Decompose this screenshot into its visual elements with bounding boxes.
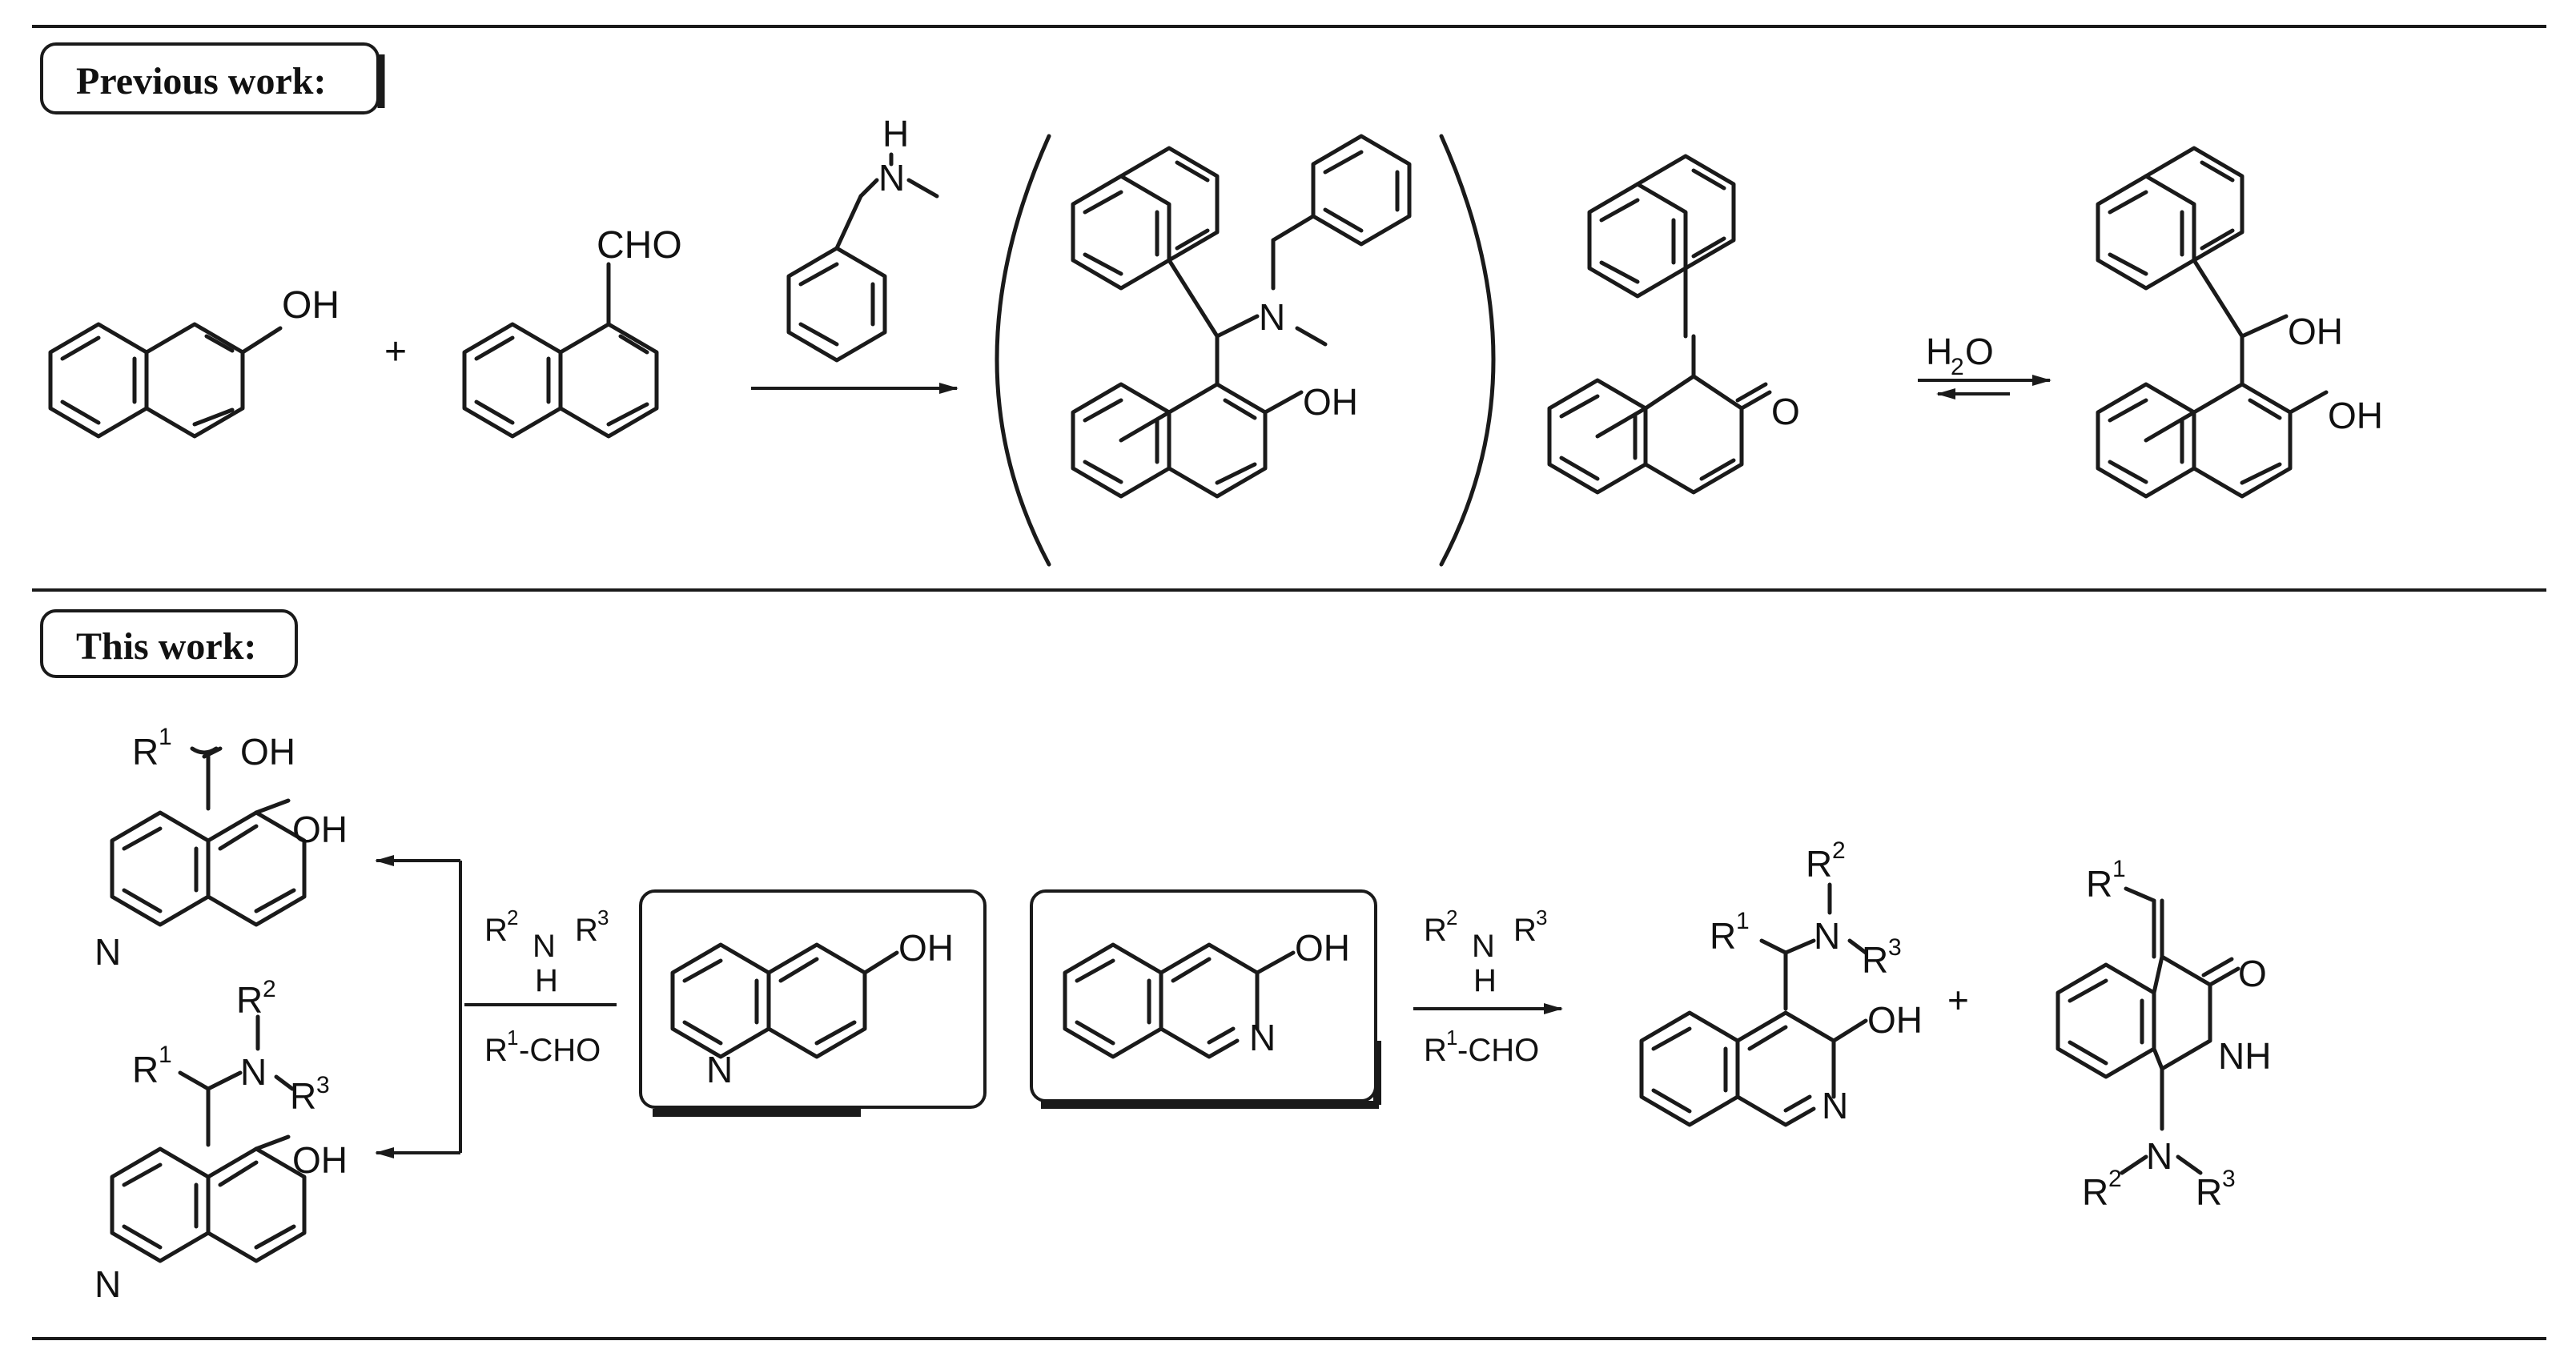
left-aldehyde-cho: -CHO (519, 1033, 601, 1068)
p1-oh: OH (1867, 999, 1923, 1041)
p1-ring-n: N (1822, 1085, 1848, 1126)
box1-oh: OH (898, 927, 954, 969)
left-amine-r2-sup: 2 (507, 905, 518, 929)
bot-r3-sup: 3 (316, 1072, 330, 1098)
water-h: H (1926, 331, 1952, 372)
bot-oh: OH (292, 1139, 348, 1181)
2-naphthol-structure: OH (48, 284, 340, 439)
left-aldehyde-sup: 1 (507, 1026, 518, 1050)
plus-sign: + (384, 331, 407, 373)
bot-amine-n: N (240, 1051, 267, 1093)
p2-o: O (2238, 953, 2267, 994)
p2-r1-sup: 1 (2112, 856, 2126, 882)
p2-r3-sup: 3 (2222, 1166, 2236, 1192)
left-branch-arrows (375, 855, 617, 1158)
left-amine-r3-sup: 3 (597, 905, 609, 929)
p1-amine-n: N (1814, 915, 1840, 957)
previous-work-label: Previous work: (76, 60, 326, 102)
top-r1-sup: 1 (159, 724, 172, 750)
right-amine-r2: R (1424, 913, 1447, 948)
p1-r3-sup: 3 (1888, 934, 1902, 961)
box2-n: N (1249, 1017, 1276, 1058)
right-amine-reagent: R 2 N R 3 H R 1 -CHO (1424, 905, 1547, 1068)
p1-r3: R (1862, 939, 1888, 981)
left-amine-n: N (532, 929, 556, 964)
intermediate-n: N (1259, 296, 1285, 338)
p1-r2: R (1806, 843, 1832, 885)
water-subscript: 2 (1951, 354, 1964, 380)
betti-base-intermediate: N OH (1071, 134, 1412, 499)
dihydroisoquinolinone-product: R 1 O NH N R 2 R 3 (2056, 856, 2271, 1213)
top-ring-n: N (94, 931, 121, 973)
left-parenthesis (995, 134, 1051, 567)
bot-r3: R (290, 1075, 316, 1117)
water-o: O (1965, 331, 1994, 372)
left-amine-h: H (535, 963, 558, 998)
n-methylbenzylamine-structure: N H (786, 113, 939, 363)
right-amine-n: N (1472, 929, 1495, 964)
right-amine-r2-sup: 2 (1446, 905, 1457, 929)
right-parenthesis (1439, 134, 1496, 567)
p2-r1: R (2086, 863, 2112, 905)
p2-nh: NH (2218, 1035, 2271, 1077)
p2-r2: R (2082, 1171, 2108, 1213)
bot-r2: R (236, 979, 263, 1021)
quinoline-diol-product: R 1 OH OH N (94, 724, 348, 973)
quinone-methide-structure: O (1547, 154, 1800, 495)
p2-n: N (2146, 1135, 2172, 1177)
top-oh-2: OH (292, 809, 348, 850)
p1-r1: R (1710, 915, 1736, 957)
box2-oh: OH (1295, 927, 1350, 969)
3-hydroxyisoquinoline-box: OH N (1030, 889, 1381, 1109)
box1-n: N (706, 1049, 733, 1090)
bot-r1-sup: 1 (159, 1042, 172, 1068)
quinone-o: O (1771, 391, 1800, 432)
6-hydroxyquinoline-box: OH N (639, 889, 987, 1117)
this-work-label: This work: (76, 625, 256, 668)
right-aldehyde-cho: -CHO (1457, 1033, 1539, 1068)
right-amine-r3: R (1513, 913, 1537, 948)
intermediate-oh: OH (1303, 381, 1358, 423)
diol-oh-1: OH (2288, 311, 2343, 352)
p1-r1-sup: 1 (1736, 908, 1750, 934)
top-r1: R (132, 731, 159, 773)
p2-r2-sup: 2 (2108, 1166, 2122, 1192)
bot-r1: R (132, 1049, 159, 1090)
p2-r3: R (2196, 1171, 2222, 1213)
naphthol-oh: OH (282, 284, 340, 327)
left-aldehyde-r: R (484, 1033, 508, 1068)
water-equilibrium-arrows: H 2 O (1918, 331, 2052, 399)
right-amine-h: H (1473, 963, 1497, 998)
left-amine-r2: R (484, 913, 508, 948)
diol-oh-2: OH (2328, 395, 2383, 436)
product-plus-sign: + (1947, 979, 1969, 1021)
quinoline-aminoalkyl-product: R 1 N R 2 R 3 OH N (94, 976, 348, 1305)
p1-r2-sup: 2 (1832, 837, 1846, 864)
this-work-label-box: This work: (40, 609, 298, 678)
bot-ring-n: N (94, 1263, 121, 1305)
aldehyde-cho: CHO (597, 224, 682, 267)
isoquinolinol-aminoalkyl-product: R 1 N R 2 R 3 OH N (1639, 837, 1923, 1127)
right-aldehyde-sup: 1 (1446, 1026, 1457, 1050)
right-aldehyde-r: R (1424, 1033, 1447, 1068)
1-naphthaldehyde-structure: CHO (462, 224, 682, 439)
bot-r2-sup: 2 (263, 976, 276, 1002)
top-oh-1: OH (240, 731, 295, 773)
left-amine-r3: R (575, 913, 598, 948)
left-amine-reagent: R 2 N R 3 H R 1 -CHO (484, 905, 609, 1068)
right-amine-r3-sup: 3 (1536, 905, 1547, 929)
previous-work-label-box: Previous work: (40, 42, 385, 114)
amine-h: H (882, 113, 909, 155)
betti-diol-product: OH OH (2096, 146, 2383, 499)
